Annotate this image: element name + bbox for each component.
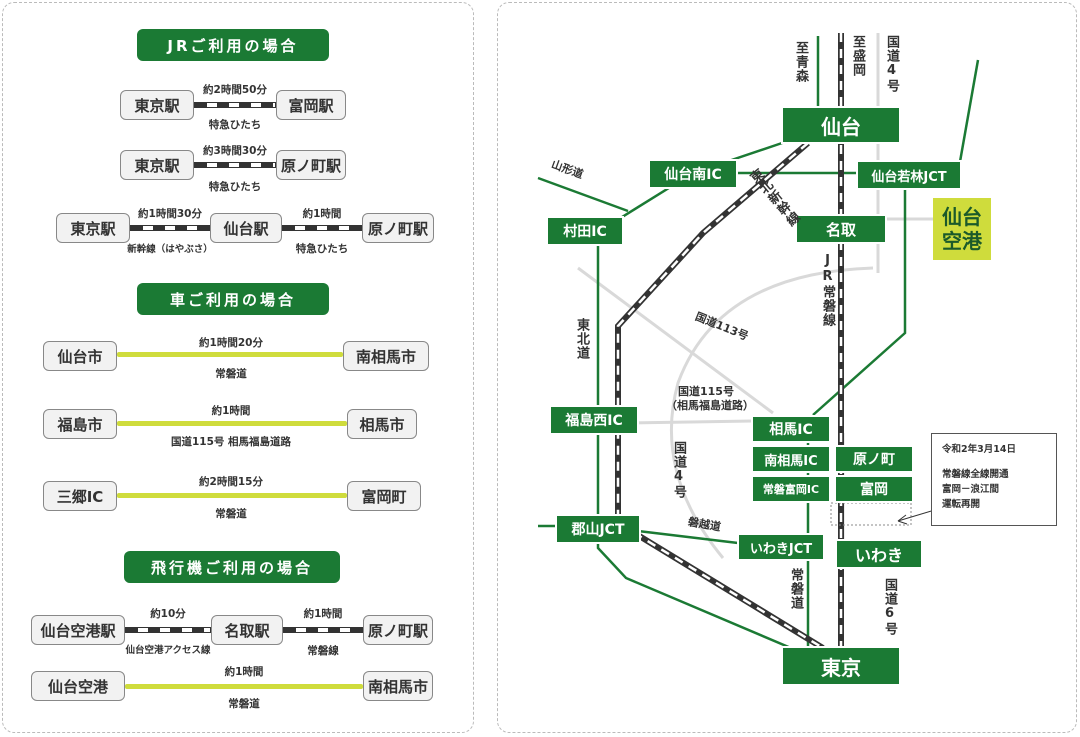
line-name: 仙台空港アクセス線: [125, 645, 211, 656]
line-name: 特急ひたち: [208, 181, 262, 193]
node-sendai-minami-ic: 仙台南IC: [648, 159, 738, 189]
travel-time: 約1時間: [211, 405, 251, 417]
wakabayashi-link: [956, 59, 980, 174]
road-line: [125, 684, 363, 689]
station-sendai: 仙台駅: [210, 213, 282, 243]
yamagata-road-line: [537, 176, 629, 213]
node-haranomachi: 原ノ町: [834, 445, 914, 473]
station-haranomachi: 原ノ町駅: [363, 615, 433, 645]
rail-line: [130, 225, 210, 231]
travel-time: 約1時間20分: [199, 337, 263, 349]
station-haranomachi: 原ノ町駅: [362, 213, 434, 243]
node-tomioka: 富岡: [834, 475, 914, 503]
notice-line: 運転再開: [942, 499, 981, 510]
node-sendai-wakabayashi-jct: 仙台若林JCT: [856, 160, 962, 190]
node-joban-tomioka-ic: 常磐富岡IC: [751, 475, 831, 503]
travel-time: 約3時間30分: [203, 145, 267, 157]
node-murata-ic: 村田IC: [546, 216, 624, 246]
sendai-airport: 仙台空港: [31, 671, 125, 701]
rail-line: [283, 627, 363, 633]
line-name: 特急ひたち: [295, 243, 349, 255]
label-joban-road: 常磐道: [788, 568, 803, 610]
route-113-line: [577, 266, 774, 415]
route-map: 仙台 仙台南IC 仙台若林JCT 村田IC 名取 仙台 空港 福島西IC 相馬I…: [497, 2, 1077, 733]
label-to-morioka: 至盛岡: [850, 35, 865, 77]
station-tokyo: 東京駅: [120, 90, 194, 120]
label-tohoku-road: 東北道: [574, 318, 589, 360]
access-panel: JRご利用の場合 東京駅 富岡駅 約2時間50分 特急ひたち 東京駅 原ノ町駅 …: [2, 2, 474, 733]
car-heading: 車ご利用の場合: [137, 283, 329, 315]
node-fukushima-nishi-ic: 福島西IC: [549, 405, 639, 435]
station-tomioka: 富岡駅: [276, 90, 346, 120]
label-route115: 国道115号: [678, 385, 734, 398]
tohoku-road-line: [596, 232, 799, 653]
city-minamisoma: 南相馬市: [363, 671, 433, 701]
node-soma-ic: 相馬IC: [751, 415, 831, 443]
label-route6: 国道6号: [882, 578, 897, 636]
label-route115-name: （相馬福島道路）: [666, 399, 754, 412]
city-soma: 相馬市: [347, 409, 417, 439]
road-name: 常磐道: [228, 698, 260, 710]
rail-line: [194, 162, 276, 168]
road-line: [117, 493, 347, 498]
city-minamisoma: 南相馬市: [343, 341, 429, 371]
road-line: [117, 352, 343, 357]
node-koriyama-jct: 郡山JCT: [555, 514, 641, 544]
travel-time: 約2時間15分: [199, 476, 263, 488]
ic-misato: 三郷IC: [43, 481, 117, 511]
sendai-airport-marker: 仙台 空港: [933, 198, 991, 260]
label-route4-top: 国道4号: [884, 35, 899, 93]
tomioka-namie-segment: [830, 502, 912, 526]
station-tokyo: 東京駅: [56, 213, 130, 243]
travel-time: 約1時間: [302, 208, 342, 220]
node-iwaki: いわき: [835, 539, 923, 569]
node-natori: 名取: [795, 214, 887, 244]
city-sendai: 仙台市: [43, 341, 117, 371]
label-to-aomori: 至青森: [793, 41, 808, 83]
notice-date: 令和2年3月14日: [942, 444, 1016, 455]
travel-time: 約1時間: [303, 608, 343, 620]
road-name: 国道115号 相馬福島道路: [170, 436, 292, 448]
city-fukushima: 福島市: [43, 409, 117, 439]
notice-box: 令和2年3月14日 常磐線全線開通 富岡－浪江間 運転再開: [931, 433, 1057, 526]
node-minamisoma-ic: 南相馬IC: [751, 445, 831, 473]
label-route4-mid: 国道4号: [671, 441, 686, 499]
rail-line: [125, 627, 211, 633]
air-heading: 飛行機ご利用の場合: [124, 551, 340, 583]
line-name: 新幹線（はやぶさ）: [127, 244, 213, 255]
jr-heading: JRご利用の場合: [137, 29, 329, 61]
label-jr-joban: JR常磐線: [820, 253, 835, 327]
rail-line: [282, 225, 362, 231]
banetsu-road-line: [637, 529, 739, 545]
town-tomioka: 富岡町: [347, 481, 421, 511]
line-name: 特急ひたち: [208, 119, 262, 131]
station-haranomachi: 原ノ町駅: [276, 150, 346, 180]
node-sendai: 仙台: [781, 106, 901, 144]
line-name: 常磐線: [307, 645, 339, 657]
route-115-line: [627, 419, 754, 425]
travel-time: 約2時間50分: [203, 84, 267, 96]
notice-line: 富岡－浪江間: [942, 484, 1000, 495]
station-tokyo: 東京駅: [120, 150, 194, 180]
rail-line: [194, 102, 276, 108]
station-natori: 名取駅: [211, 615, 283, 645]
travel-time: 約1時間: [224, 666, 264, 678]
travel-time: 約10分: [150, 608, 186, 620]
station-sendai-airport: 仙台空港駅: [31, 615, 125, 645]
node-tokyo: 東京: [781, 646, 901, 686]
route-4-mid-curve: [669, 266, 874, 559]
notice-line: 常磐線全線開通: [942, 469, 1009, 480]
node-iwaki-jct: いわきJCT: [737, 533, 825, 561]
road-name: 常磐道: [215, 508, 247, 520]
road-name: 常磐道: [215, 368, 247, 380]
road-line: [117, 421, 347, 426]
travel-time: 約1時間30分: [138, 208, 202, 220]
